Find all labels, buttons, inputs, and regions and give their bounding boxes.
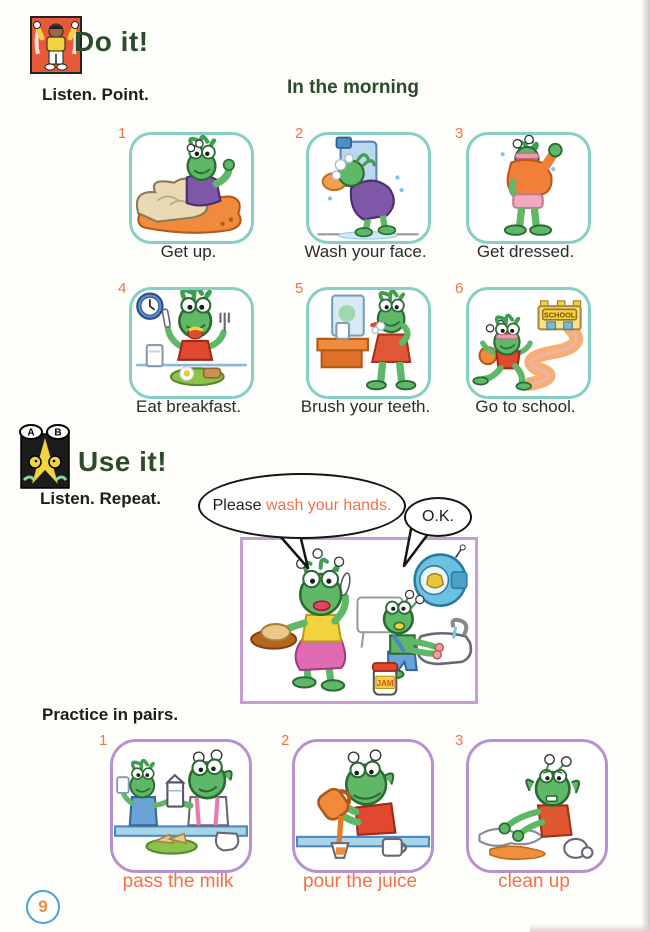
badge-a: A: [27, 428, 34, 439]
activity-card-go-to-school: 6 SCHOOL: [455, 280, 591, 399]
mug: [381, 837, 408, 857]
card-number: 1: [99, 732, 108, 749]
card-number: 5: [295, 280, 304, 297]
do-it-icon: [30, 16, 82, 79]
card-number: 3: [455, 125, 464, 142]
spill: [489, 845, 546, 861]
card-number: 4: [118, 280, 127, 297]
activity-card-wash-face: 2: [295, 125, 431, 244]
activity-card-eat-breakfast: 4: [118, 280, 254, 399]
illustration-wash-face: [317, 136, 419, 240]
card-number: 6: [455, 280, 464, 297]
jam-label: JAM: [376, 679, 393, 688]
use-it-icon: A B: [18, 424, 72, 495]
juice-stream: [336, 815, 344, 846]
illustration-pass-the-milk: [114, 749, 248, 855]
card-number: 3: [455, 732, 464, 749]
milk-carton: [164, 773, 186, 808]
instruction-listen-repeat: Listen. Repeat.: [40, 489, 161, 508]
practice-card-clean-up: 3: [455, 732, 608, 873]
illustration-eat-breakfast: [136, 290, 247, 387]
jug: [215, 831, 240, 852]
knife: [339, 572, 351, 597]
caption-get-dressed: Get dressed.: [476, 242, 575, 261]
section-title-do-it: Do it!: [74, 26, 149, 57]
section-title-use-it: Use it!: [78, 446, 168, 477]
topic-heading: In the morning: [287, 77, 419, 98]
mother-frog: [250, 548, 351, 692]
speech-bubble-reply: O.K.: [404, 497, 472, 537]
activity-card-get-up: 1: [118, 125, 254, 244]
illustration-get-up: [135, 135, 242, 234]
caption-brush-teeth: Brush your teeth.: [300, 397, 431, 416]
caption-eat-breakfast: Eat breakfast.: [136, 397, 241, 416]
scan-edge-shadow: [641, 0, 650, 932]
clock-icon: [136, 292, 164, 320]
activity-card-brush-teeth: 5: [295, 280, 431, 399]
illustration-brush-teeth: [316, 290, 417, 391]
card-number: 1: [118, 125, 127, 142]
soap-box: [335, 136, 352, 149]
card-number: 2: [281, 732, 290, 749]
juice-pitcher: [317, 787, 352, 821]
illustration-go-to-school: SCHOOL: [472, 300, 583, 391]
school-sign-text: SCHOOL: [544, 311, 576, 320]
instruction-listen-point: Listen. Point.: [42, 85, 149, 104]
caption-go-to-school: Go to school.: [475, 397, 576, 416]
cloth: [478, 827, 544, 847]
illustration-pour-the-juice: [296, 749, 430, 859]
caption-pass-the-milk: pass the milk: [122, 871, 234, 892]
illustration-clean-up: [478, 754, 594, 861]
bread-loaf: [260, 623, 292, 642]
practice-card-pass-the-milk: 1: [99, 732, 252, 873]
illustration-wash-hands-scene: JAM: [250, 544, 473, 696]
caption-get-up: Get up.: [160, 242, 217, 261]
instruction-practice-in-pairs: Practice in pairs.: [42, 705, 179, 724]
bubble-text-plain: Please: [212, 497, 266, 514]
badge-b: B: [54, 428, 61, 439]
bubble-text-highlight: wash your hands.: [265, 497, 392, 514]
card-number: 2: [295, 125, 304, 142]
speech-bubble-request: Please wash your hands.: [198, 473, 406, 539]
activity-card-get-dressed: 3: [455, 125, 591, 244]
practice-card-pour-the-juice: 2: [281, 732, 434, 873]
space-helmet: [413, 544, 468, 607]
caption-pour-the-juice: pour the juice: [302, 871, 418, 892]
tipped-jar: [563, 837, 594, 859]
dialogue-scene-box: JAM: [240, 537, 478, 704]
caption-wash-face: Wash your face.: [304, 242, 427, 261]
lips: [312, 600, 331, 612]
illustration-get-dressed: [500, 135, 563, 236]
scan-corner-shadow: [530, 924, 650, 932]
caption-clean-up: clean up: [498, 871, 570, 892]
page-number: 9: [26, 890, 60, 924]
jam-jar: JAM: [372, 662, 399, 696]
school-building: SCHOOL: [537, 300, 582, 331]
